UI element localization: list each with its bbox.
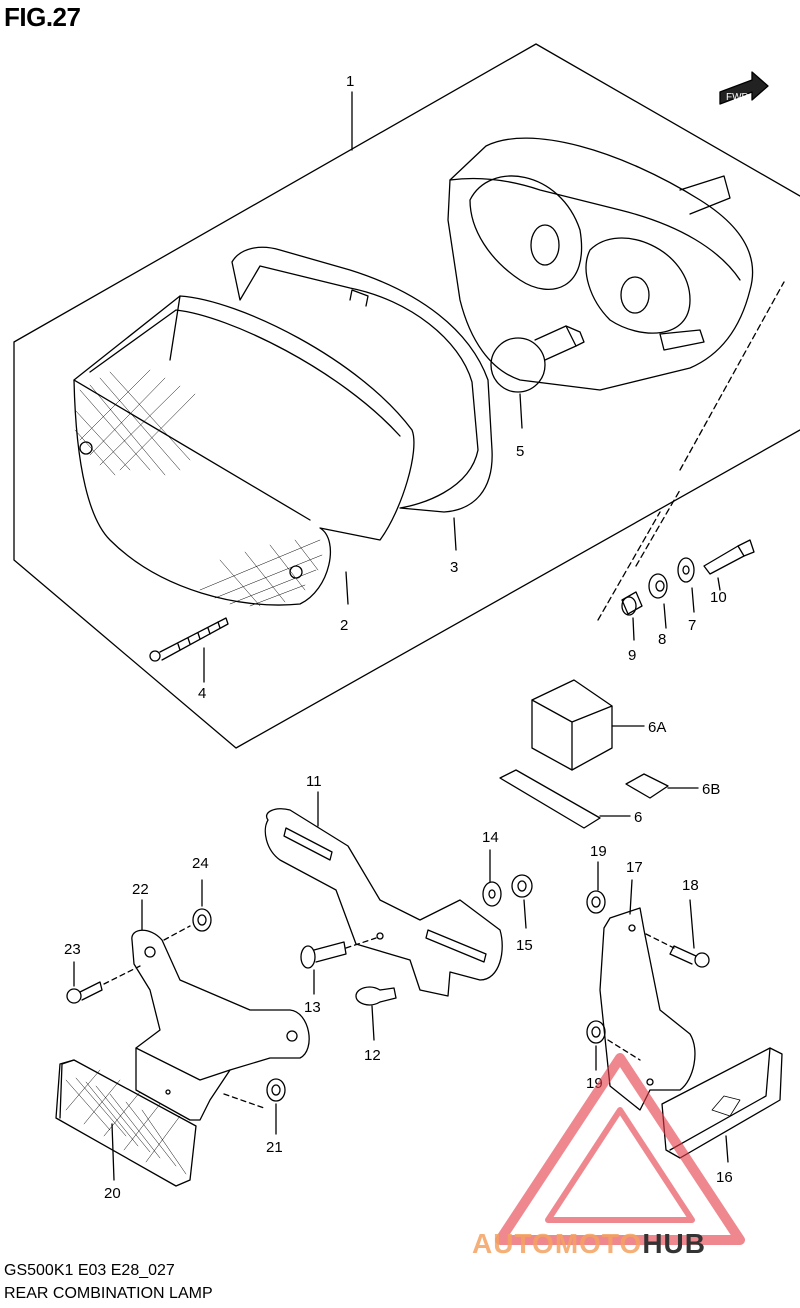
nut-part-24	[192, 879, 212, 932]
callout-5: 5	[516, 443, 524, 460]
watermark-text-part2: HUB	[642, 1228, 706, 1259]
callout-21: 21	[266, 1139, 283, 1156]
dash-leaders	[597, 281, 785, 621]
callout-6A: 6A	[648, 719, 666, 736]
fwd-label: FWD	[726, 92, 749, 103]
nut-part-19-upper	[586, 861, 606, 914]
callout-1: 1	[346, 73, 354, 90]
reflector-part-16	[661, 1047, 783, 1163]
tape-6	[499, 769, 631, 829]
watermark-text-part1: AUTOMOTO	[472, 1228, 643, 1259]
nut-part-21	[223, 1078, 286, 1135]
gasket-frame	[231, 246, 493, 551]
callout-19-upper: 19	[590, 843, 607, 860]
callout-labels: 1 2 3 4 5 6 6A 6B 7 8 9 10 11 12 13 14 1…	[64, 73, 733, 1202]
screw-part-18	[645, 899, 710, 968]
callout-11: 11	[306, 773, 322, 790]
grommet-part-8	[648, 573, 668, 629]
pad-6B	[625, 773, 699, 799]
callout-14: 14	[482, 829, 499, 846]
callout-4: 4	[198, 685, 206, 702]
nut-part-19-lower	[586, 1020, 641, 1071]
assembly-frame	[13, 43, 800, 749]
callout-12: 12	[364, 1047, 381, 1064]
callout-7: 7	[688, 617, 696, 634]
callout-13: 13	[304, 999, 321, 1016]
bracket-part-11	[264, 791, 503, 997]
bolt-part-13	[300, 937, 377, 995]
spacer-part-9	[621, 591, 643, 641]
washer-part-14	[482, 849, 502, 907]
callout-9: 9	[628, 647, 636, 664]
callout-6B: 6B	[702, 781, 720, 798]
callout-6: 6	[634, 809, 642, 826]
callout-3: 3	[450, 559, 458, 576]
callout-22: 22	[132, 881, 149, 898]
callout-8: 8	[658, 631, 666, 648]
grease-cube-6A	[531, 679, 645, 771]
long-screw	[149, 617, 229, 683]
diagram-name: REAR COMBINATION LAMP	[4, 1285, 213, 1302]
screw-part-23	[66, 961, 141, 1004]
callout-15: 15	[516, 937, 533, 954]
reflector-part-20	[55, 1059, 197, 1187]
bulb-icon	[490, 325, 585, 429]
callout-18: 18	[682, 877, 699, 894]
watermark-text: AUTOMOTOHUB	[472, 1228, 706, 1260]
watermark-logo	[495, 1053, 745, 1245]
diagram-code: GS500K1 E03 E28_027	[4, 1262, 175, 1279]
lamp-housing-base	[447, 137, 754, 391]
callout-20: 20	[104, 1185, 121, 1202]
cap-part-12	[355, 986, 397, 1041]
figure-title: FIG.27	[4, 2, 81, 32]
screw-part-10	[703, 539, 755, 591]
nut-part-15	[511, 874, 533, 929]
callout-17: 17	[626, 859, 643, 876]
callout-10: 10	[710, 589, 727, 606]
callout-24: 24	[192, 855, 209, 872]
callout-16: 16	[716, 1169, 733, 1186]
bracket-part-22	[131, 899, 310, 1121]
fwd-arrow-icon: FWD	[719, 71, 769, 105]
callout-2: 2	[340, 617, 348, 634]
washer-part-7	[677, 557, 695, 613]
tail-lens	[73, 295, 415, 607]
callout-23: 23	[64, 941, 81, 958]
